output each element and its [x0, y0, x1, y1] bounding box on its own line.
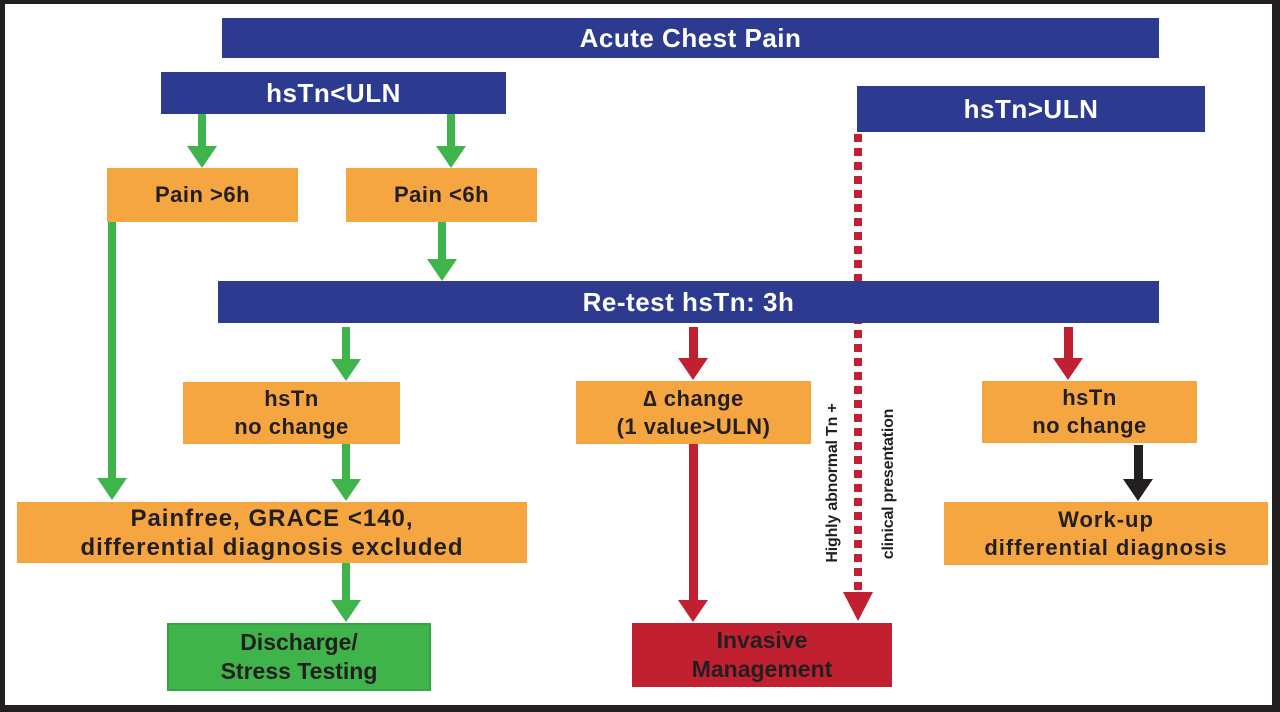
node-pain-over-6h: Pain >6h	[107, 168, 298, 222]
node-workup-differential-line1: Work-up	[1058, 506, 1154, 532]
node-hstn-no-change-right: hsTn no change	[982, 381, 1197, 443]
node-hstn-no-change-left-line1: hsTn	[264, 386, 319, 411]
arrow-retest-to-no-change-left-icon	[331, 327, 361, 381]
arrow-no-change-left-to-painfree-icon	[331, 444, 361, 501]
node-retest-hstn-label: Re-test hsTn: 3h	[582, 286, 795, 317]
node-hstn-above-uln: hsTn>ULN	[857, 86, 1205, 132]
node-invasive-line1: Invasive	[716, 627, 808, 653]
dotted-bypass-arrowhead-icon	[843, 592, 873, 621]
node-acute-chest-pain-label: Acute Chest Pain	[579, 22, 802, 53]
arrow-delta-change-to-invasive-icon	[678, 444, 708, 622]
node-delta-change-line2: (1 value>ULN)	[616, 413, 771, 439]
node-retest-hstn: Re-test hsTn: 3h	[218, 281, 1159, 323]
arrow-pain-under6h-to-retest-icon	[427, 222, 457, 281]
node-discharge-line2: Stress Testing	[220, 658, 378, 684]
node-invasive-line2: Management	[691, 656, 833, 682]
node-discharge-stress-testing: Discharge/ Stress Testing	[167, 623, 431, 691]
node-hstn-above-uln-label: hsTn>ULN	[963, 93, 1099, 124]
arrow-hstnless-to-pain-under6h-icon	[436, 114, 466, 168]
node-hstn-no-change-left: hsTn no change	[183, 382, 400, 444]
node-acute-chest-pain: Acute Chest Pain	[222, 18, 1159, 58]
arrow-pain-over6h-to-painfree-icon	[97, 222, 127, 500]
node-hstn-no-change-right-line2: no change	[1032, 413, 1147, 438]
node-workup-differential: Work-up differential diagnosis	[944, 502, 1268, 565]
node-painfree-grace-line1: Painfree, GRACE <140,	[130, 504, 414, 532]
arrow-retest-to-delta-change-icon	[678, 327, 708, 380]
node-pain-under-6h: Pain <6h	[346, 168, 537, 222]
arrow-retest-to-no-change-right-icon	[1053, 327, 1083, 380]
node-hstn-no-change-right-line1: hsTn	[1062, 385, 1117, 410]
node-discharge-line1: Discharge/	[240, 629, 358, 655]
node-delta-change-line1: ∆ change	[643, 385, 744, 411]
annotation-highly-abnormal-tn: Highly abnormal Tn +	[824, 403, 841, 563]
node-hstn-below-uln-label: hsTn<ULN	[266, 77, 401, 108]
node-delta-change: ∆ change (1 value>ULN)	[576, 381, 811, 444]
node-hstn-no-change-left-line2: no change	[234, 414, 349, 439]
node-workup-differential-line2: differential diagnosis	[984, 534, 1228, 560]
arrow-hstnless-to-pain-over6h-icon	[187, 114, 217, 168]
arrow-no-change-right-to-workup-icon	[1123, 445, 1153, 501]
node-painfree-grace-line2: differential diagnosis excluded	[80, 533, 464, 561]
node-pain-under-6h-label: Pain <6h	[393, 182, 490, 207]
node-hstn-below-uln: hsTn<ULN	[161, 72, 506, 114]
node-painfree-grace: Painfree, GRACE <140, differential diagn…	[17, 502, 527, 563]
arrow-painfree-to-discharge-icon	[331, 563, 361, 622]
annotation-clinical-presentation: clinical presentation	[880, 408, 897, 560]
node-invasive-management: Invasive Management	[632, 623, 892, 687]
dotted-bypass-line	[854, 134, 862, 592]
node-pain-over-6h-label: Pain >6h	[154, 182, 251, 207]
